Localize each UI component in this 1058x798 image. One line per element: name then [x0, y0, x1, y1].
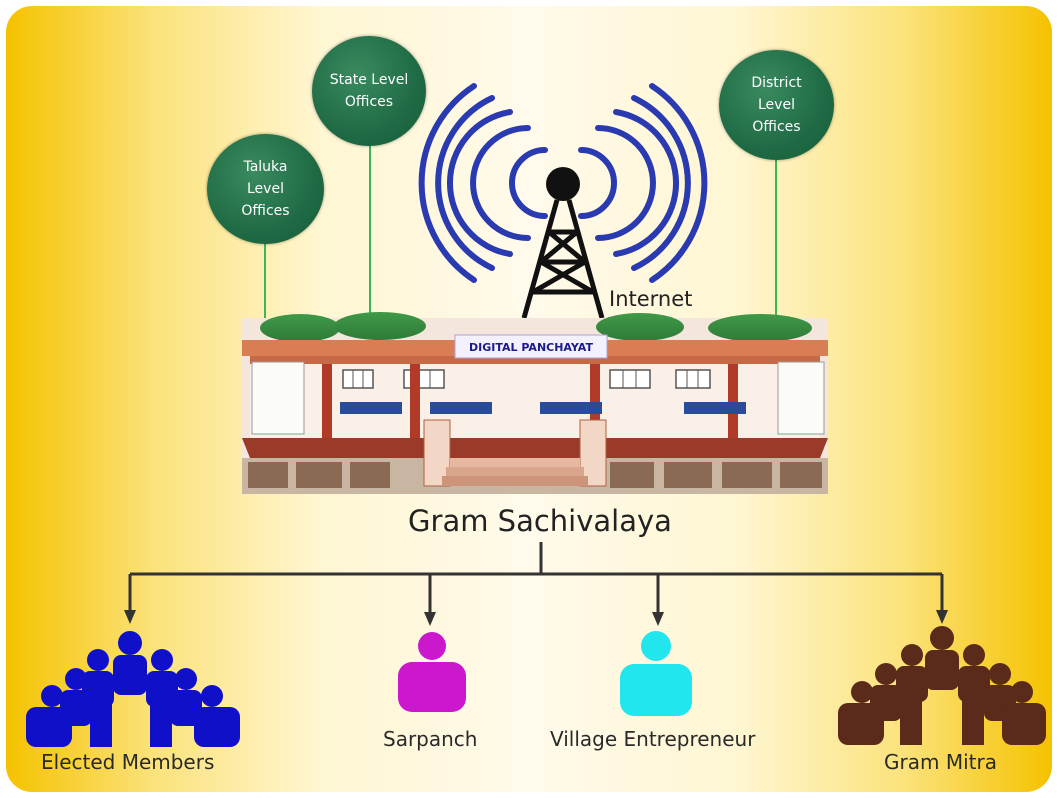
arrowheads: [124, 610, 948, 626]
gram-mitra-icon: [838, 626, 1046, 745]
state-connector: [369, 144, 371, 324]
village-entrepreneur-icon: [620, 631, 692, 716]
taluka-offices-node: Taluka Level Offices: [207, 134, 324, 244]
sarpanch-icon: [398, 632, 466, 712]
taluka-offices-label: Taluka Level Offices: [241, 159, 290, 219]
district-offices-node: District Level Offices: [719, 50, 834, 160]
internet-label: Internet: [609, 287, 693, 311]
gram-sachivalaya-label: Gram Sachivalaya: [408, 504, 672, 538]
district-offices-label: District Level Offices: [751, 75, 802, 135]
district-connector: [775, 158, 777, 324]
tower-icon: [521, 167, 605, 319]
connector-lines: [128, 542, 944, 614]
banner-text: DIGITAL PANCHAYAT: [469, 341, 593, 354]
digital-panchayat-building: DIGITAL PANCHAYAT: [242, 312, 828, 494]
elected-members-icon: [26, 631, 240, 747]
sarpanch-label: Sarpanch: [383, 727, 478, 751]
state-offices-node: State Level Offices: [312, 36, 426, 146]
signal-waves-icon: [418, 83, 708, 283]
taluka-connector: [264, 243, 266, 323]
elected-members-label: Elected Members: [41, 750, 215, 774]
gram-mitra-label: Gram Mitra: [884, 750, 997, 774]
state-offices-label: State Level Offices: [329, 72, 409, 110]
village-entrepreneur-label: Village Entrepreneur: [550, 727, 756, 751]
